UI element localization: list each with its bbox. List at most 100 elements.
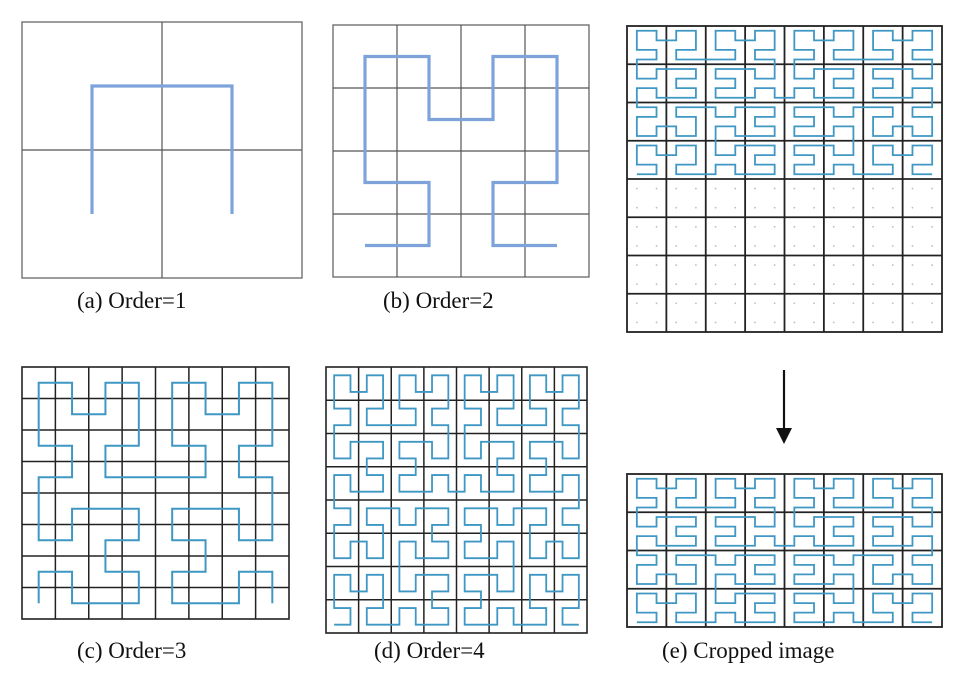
sub-grid-dot — [655, 302, 658, 305]
sub-grid-dot — [714, 245, 717, 247]
sub-grid-dot — [832, 283, 835, 286]
sub-grid-dot — [931, 206, 934, 209]
sub-grid-dot — [832, 264, 835, 266]
sub-grid-dot — [793, 283, 796, 286]
sub-grid-dot — [832, 245, 835, 247]
sub-grid-dot — [635, 302, 638, 305]
sub-grid-dot — [734, 321, 737, 324]
sub-grid-dot — [813, 264, 815, 266]
sub-grid-dot — [635, 206, 638, 209]
caption-b: (b) Order=2 — [383, 288, 494, 313]
sub-grid-dot — [852, 206, 855, 209]
sub-grid-dot — [931, 245, 934, 247]
sub-grid-dot — [911, 302, 914, 305]
sub-grid-dot — [635, 321, 638, 324]
sub-grid-dot — [734, 264, 737, 266]
sub-grid-dot — [714, 302, 717, 305]
sub-grid-dot — [911, 283, 914, 286]
sub-grid-dot — [655, 321, 658, 324]
sub-grid-dot — [655, 264, 658, 266]
sub-grid-dot — [635, 187, 638, 190]
sub-grid-dot — [852, 321, 855, 324]
sub-grid-dot — [813, 245, 815, 247]
sub-grid-dot — [872, 245, 874, 247]
sub-grid-dot — [714, 206, 717, 209]
sub-grid-dot — [891, 187, 894, 190]
sub-grid-dot — [911, 264, 914, 266]
sub-grid-dot — [734, 245, 737, 247]
sub-grid-dot — [872, 321, 874, 324]
sub-grid-dot — [754, 264, 756, 266]
sub-grid-dot — [813, 302, 815, 305]
sub-grid-dot — [911, 245, 914, 247]
panel-d-order-4 — [325, 366, 588, 634]
panel-a-order-1 — [21, 21, 303, 279]
sub-grid-dot — [793, 264, 796, 266]
sub-grid-dot — [754, 225, 756, 228]
sub-grid-dot — [714, 225, 717, 228]
sub-grid-dot — [695, 225, 697, 228]
sub-grid-dot — [773, 321, 776, 324]
sub-grid-dot — [675, 264, 678, 266]
sub-grid-dot — [872, 225, 874, 228]
panel-c-order-3 — [21, 366, 290, 620]
sub-grid-dot — [675, 302, 678, 305]
sub-grid-dot — [891, 321, 894, 324]
sub-grid-dot — [773, 225, 776, 228]
sub-grid-dot — [872, 283, 874, 286]
panel-b-hilbert-curve — [363, 54, 559, 248]
sub-grid-dot — [931, 302, 934, 305]
sub-grid-dot — [793, 187, 796, 190]
sub-grid-dot — [931, 225, 934, 228]
sub-grid-dot — [655, 187, 658, 190]
sub-grid-dot — [734, 302, 737, 305]
sub-grid-dot — [872, 187, 874, 190]
sub-grid-dot — [695, 302, 697, 305]
sub-grid-dot — [891, 245, 894, 247]
sub-grid-dot — [773, 187, 776, 190]
sub-grid-dot — [734, 225, 737, 228]
sub-grid-dot — [911, 225, 914, 228]
sub-grid-dot — [773, 245, 776, 247]
panel-b-order-2 — [332, 24, 590, 278]
sub-grid-dot — [773, 302, 776, 305]
sub-grid-dot — [852, 302, 855, 305]
panel-c-grid — [22, 367, 289, 619]
sub-grid-dot — [813, 187, 815, 190]
sub-grid-dot — [734, 283, 737, 286]
panel-e-cropped-image — [626, 473, 943, 628]
panel-e-source-image — [626, 25, 943, 333]
sub-grid-dot — [931, 321, 934, 324]
sub-grid-dot — [832, 321, 835, 324]
panel-e-source-hilbert-curve — [635, 29, 934, 176]
sub-grid-dot — [793, 225, 796, 228]
down-arrow-icon — [776, 370, 792, 444]
panel-e-source-grid — [627, 26, 942, 332]
sub-grid-dot — [655, 283, 658, 286]
sub-grid-dot — [793, 206, 796, 209]
caption-c: (c) Order=3 — [77, 638, 186, 663]
sub-grid-dot — [891, 206, 894, 209]
sub-grid-dot — [754, 321, 756, 324]
sub-grid-dot — [872, 264, 874, 266]
sub-grid-dot — [635, 225, 638, 228]
sub-grid-dot — [891, 264, 894, 266]
panel-e-source-sub-grid-dots — [635, 187, 934, 324]
sub-grid-dot — [872, 302, 874, 305]
sub-grid-dot — [911, 187, 914, 190]
sub-grid-dot — [754, 206, 756, 209]
caption-e: (e) Cropped image — [662, 638, 834, 663]
arrow-head — [776, 428, 792, 444]
sub-grid-dot — [695, 206, 697, 209]
sub-grid-dot — [675, 321, 678, 324]
sub-grid-dot — [773, 283, 776, 286]
sub-grid-dot — [872, 206, 874, 209]
sub-grid-dot — [852, 264, 855, 266]
sub-grid-dot — [655, 225, 658, 228]
sub-grid-dot — [793, 321, 796, 324]
sub-grid-dot — [675, 206, 678, 209]
panel-c-hilbert-curve — [37, 381, 274, 605]
sub-grid-dot — [832, 206, 835, 209]
sub-grid-dot — [813, 283, 815, 286]
